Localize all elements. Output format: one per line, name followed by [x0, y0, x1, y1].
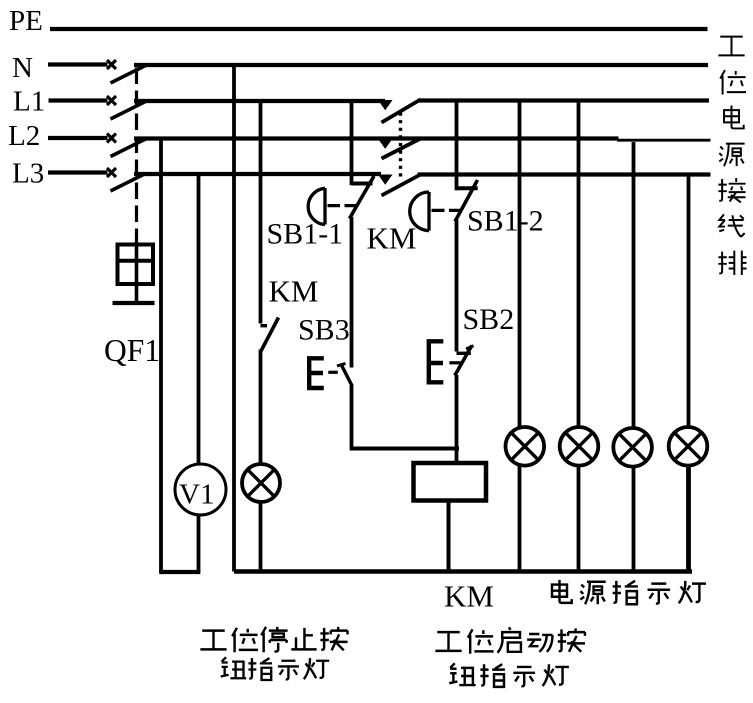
- svg-text:KM: KM: [367, 221, 417, 256]
- svg-text:L3: L3: [12, 158, 44, 190]
- svg-text:N: N: [12, 52, 33, 84]
- svg-text:PE: PE: [9, 5, 43, 37]
- svg-text:SB1-2: SB1-2: [467, 205, 544, 238]
- svg-text:KM: KM: [444, 579, 494, 614]
- svg-text:SB3: SB3: [298, 314, 350, 347]
- svg-text:L2: L2: [8, 120, 40, 152]
- svg-text:KM: KM: [269, 274, 319, 309]
- svg-text:V1: V1: [179, 479, 214, 511]
- svg-text:SB1-1: SB1-1: [267, 218, 344, 251]
- svg-text:SB2: SB2: [463, 303, 515, 336]
- svg-text:QF1: QF1: [104, 333, 160, 368]
- svg-text:L1: L1: [13, 86, 45, 118]
